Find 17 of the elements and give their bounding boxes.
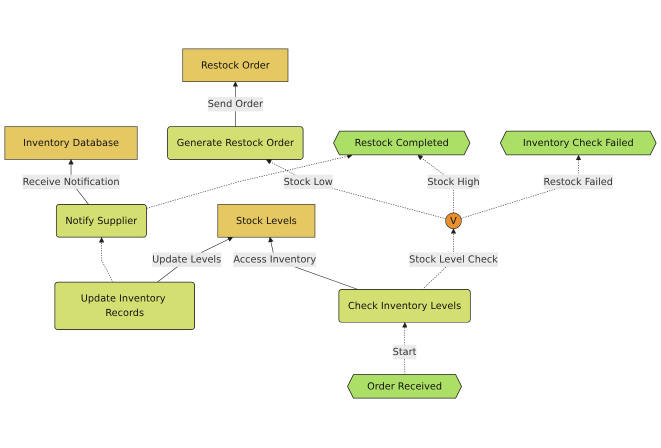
edge-label: Stock Low — [284, 176, 333, 188]
edge-label: Stock Level Check — [409, 254, 498, 266]
edge-label: Stock High — [427, 176, 480, 188]
edge-label: Access Inventory — [233, 254, 316, 266]
arrow — [98, 238, 114, 284]
edge-label: Start — [392, 346, 416, 358]
edge-label: Restock Failed — [544, 176, 613, 188]
arrow — [266, 160, 446, 220]
node-box: Stock Levels — [217, 204, 316, 238]
edge-label: Receive Notification — [22, 176, 120, 188]
node-box: Restock Order — [182, 49, 288, 82]
arrow — [402, 322, 408, 376]
edge-label: Update Levels — [152, 254, 222, 266]
node-circle: V — [445, 213, 462, 230]
edge-label: Send Order — [208, 98, 263, 110]
arrow — [146, 154, 352, 210]
node-box: Inventory Database — [4, 126, 138, 160]
